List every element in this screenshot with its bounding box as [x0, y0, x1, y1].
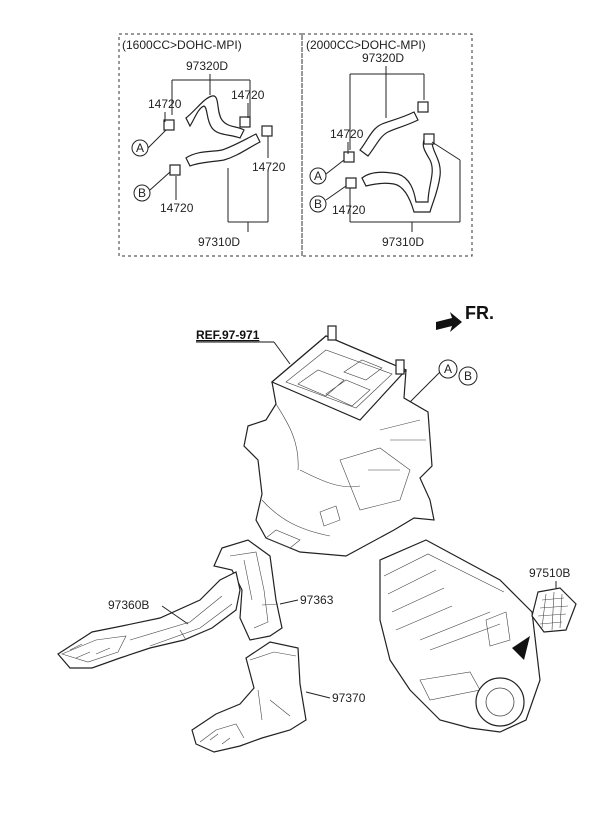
part-label-14720: 14720 — [148, 97, 182, 111]
main-assembly: REF.97-971 FR. A B 97363 97360B — [57, 303, 577, 753]
duct-lower — [191, 641, 307, 753]
clip-icon — [163, 119, 175, 131]
part-label-14720: 14720 — [330, 127, 364, 141]
part-label-97320d: 97320D — [186, 59, 228, 73]
leader-line — [171, 74, 251, 125]
heater-flange — [265, 529, 301, 549]
heater-top-inner — [285, 349, 393, 409]
clip-icon — [239, 116, 251, 128]
part-label-97310d: 97310D — [198, 235, 240, 249]
part-label-97510b: 97510B — [529, 566, 570, 580]
clip-icon — [345, 177, 357, 189]
heater-top-cells — [297, 359, 383, 407]
part-label-97360b: 97360B — [108, 598, 149, 612]
heater-details — [261, 403, 426, 537]
marker-b-circle — [458, 366, 478, 386]
duct-center — [213, 539, 283, 641]
panel-title: (1600CC>DOHC-MPI) — [122, 38, 242, 52]
clip-icon — [261, 125, 273, 137]
part-label-97363: 97363 — [300, 593, 334, 607]
engine-2000cc-panel: (2000CC>DOHC-MPI) 97320D 14720 14720 A B… — [301, 33, 473, 257]
duct-lower-details — [199, 651, 297, 745]
hose-lower — [361, 139, 441, 213]
part-label-97310d: 97310D — [382, 235, 424, 249]
part-label-97370: 97370 — [332, 691, 366, 705]
part-label-14720: 14720 — [332, 203, 366, 217]
leader-line — [161, 605, 189, 625]
hose-upper — [359, 111, 419, 157]
part-label-97320d: 97320D — [362, 51, 404, 65]
clip-icon — [343, 151, 355, 163]
marker-a-label: A — [136, 141, 144, 155]
marker-b-label: B — [464, 369, 472, 383]
leader-line — [279, 599, 299, 605]
duct-center-details — [229, 551, 279, 629]
marker-a-circle — [309, 167, 327, 185]
engine-1600cc-panel: (1600CC>DOHC-MPI) 97320D 14720 14720 147… — [118, 33, 303, 257]
leader-line — [149, 171, 171, 191]
leader-line — [305, 691, 331, 699]
marker-a-label: A — [314, 169, 322, 183]
part-label-14720: 14720 — [252, 160, 286, 174]
hose-upper — [185, 95, 245, 139]
clip-icon — [417, 101, 429, 113]
clip-icon — [423, 133, 435, 145]
leader-line — [325, 159, 345, 175]
part-label-14720: 14720 — [231, 88, 265, 102]
marker-b-circle — [309, 195, 327, 213]
hose-lower — [185, 133, 261, 167]
vehicle-wheel — [475, 677, 525, 727]
panel-title: (2000CC>DOHC-MPI) — [306, 38, 426, 52]
duct-rear-left-details — [61, 595, 233, 663]
heater-post — [395, 359, 405, 375]
panel-border — [301, 33, 473, 257]
leader-line — [227, 168, 269, 232]
part-label-14720: 14720 — [160, 201, 194, 215]
marker-a-circle — [438, 359, 458, 379]
reference-label: REF.97-971 — [196, 328, 260, 342]
duct-rear-left — [57, 571, 241, 669]
leader-line — [325, 185, 347, 201]
leader-line — [349, 141, 461, 232]
heater-post — [327, 325, 337, 341]
front-indicator: FR. — [465, 303, 494, 323]
leader-line — [273, 341, 291, 365]
vent-location-marker-icon — [512, 636, 530, 660]
marker-a-label: A — [444, 362, 452, 376]
leader-line — [349, 66, 425, 150]
vent-grille-slats — [537, 591, 569, 631]
leader-line — [147, 129, 167, 149]
marker-b-circle — [133, 184, 151, 202]
clip-icon — [169, 164, 181, 176]
front-arrow-icon — [436, 312, 462, 332]
marker-b-label: B — [138, 186, 146, 200]
vehicle-wheel-hub — [485, 687, 515, 717]
marker-b-label: B — [314, 197, 322, 211]
